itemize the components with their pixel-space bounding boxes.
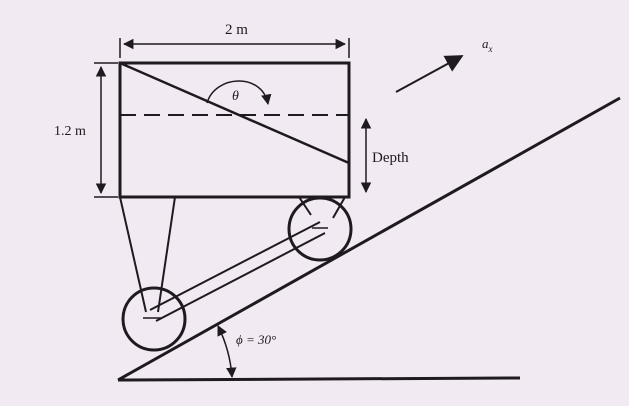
height-label: 1.2 m: [54, 124, 86, 139]
rear-strut-right: [332, 196, 346, 219]
width-label: 2 m: [225, 22, 248, 38]
theta-arc: [206, 80, 272, 106]
tank-body: [118, 61, 351, 199]
rear-strut-left: [298, 196, 312, 216]
theta-label: θ: [232, 89, 239, 104]
ground-line: [117, 376, 521, 382]
acceleration-symbol: a: [482, 36, 489, 51]
acceleration-label: ax: [482, 36, 493, 54]
front-wheel: [121, 286, 187, 352]
axle-bar-upper: [149, 221, 321, 311]
acceleration-arrow: [395, 55, 464, 93]
incline-angle-arc: [217, 325, 237, 379]
incline-angle-label: ϕ = 30°: [236, 332, 276, 347]
acceleration-subscript: x: [488, 44, 493, 54]
inclined-free-surface: [119, 61, 350, 165]
incline-surface: [117, 96, 621, 382]
front-strut-right: [157, 196, 176, 313]
depth-label: Depth: [372, 150, 409, 166]
rear-wheel: [287, 196, 353, 262]
front-strut-left: [119, 196, 147, 313]
